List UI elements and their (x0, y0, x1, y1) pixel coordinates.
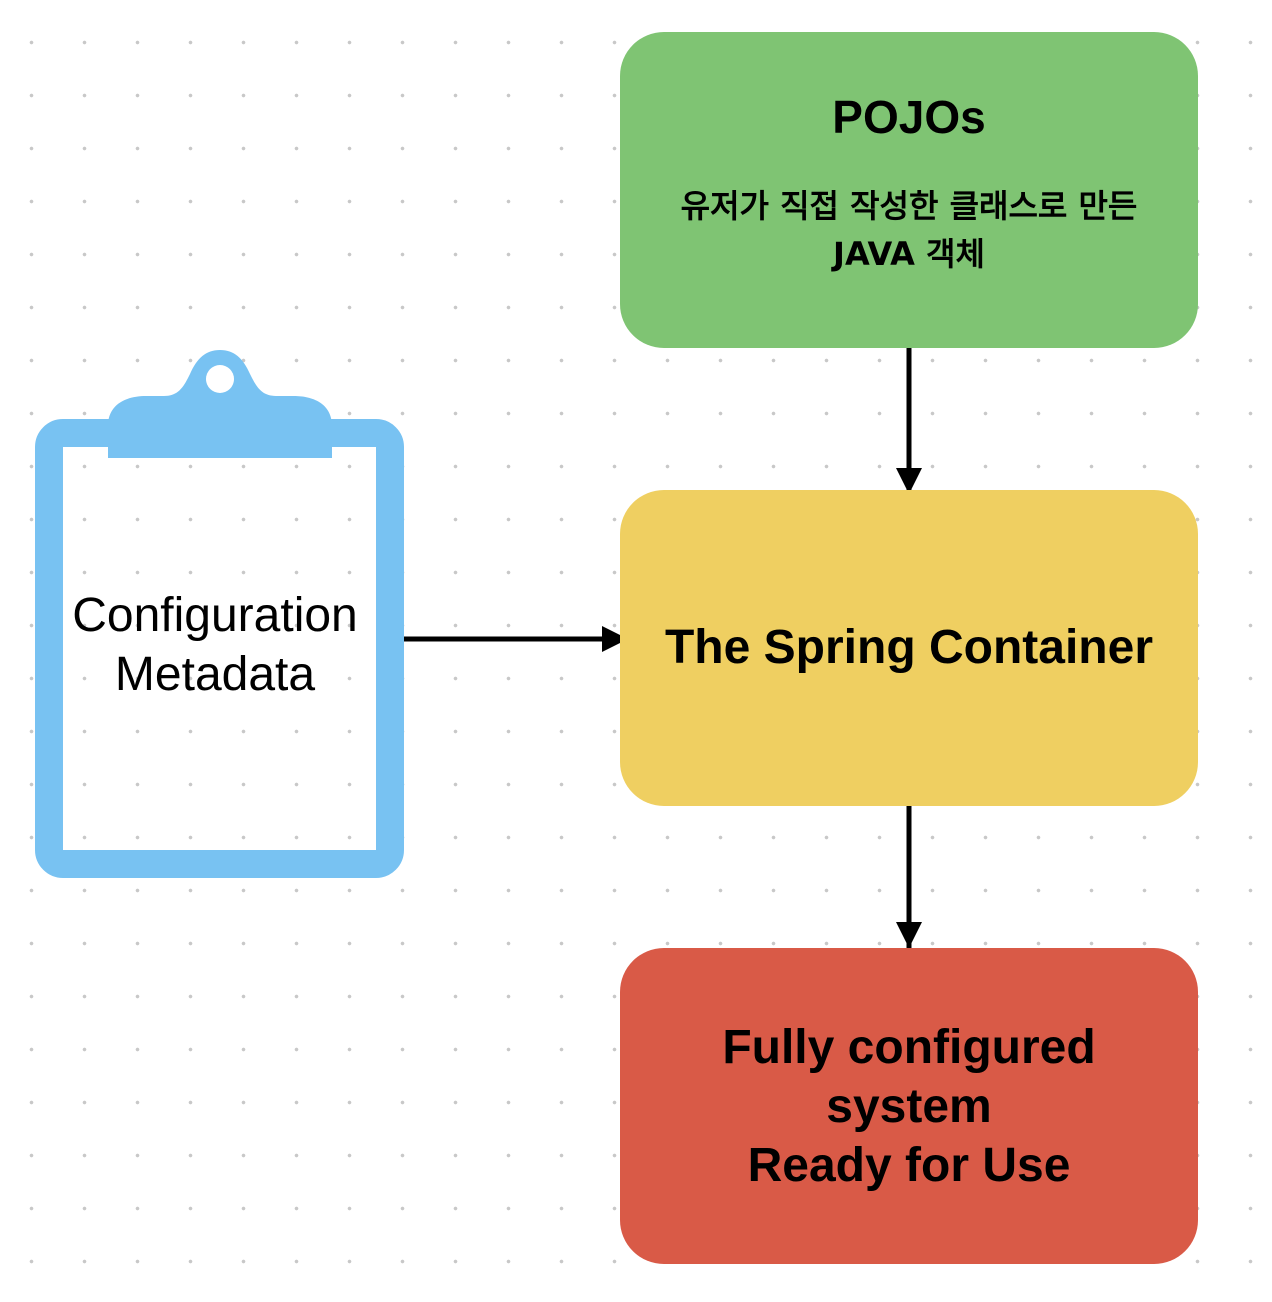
spring-container-node: The Spring Container (620, 490, 1198, 806)
clipboard-clip (108, 350, 332, 458)
fully-configured-system-title: Fully configured system Ready for Use (722, 1020, 1096, 1192)
pojos-description: 유저가 직접 작성한 클래스로 만든 JAVA 객체 (680, 187, 1138, 273)
pojos-node: POJOs 유저가 직접 작성한 클래스로 만든 JAVA 객체 (620, 32, 1198, 348)
fully-configured-system-node: Fully configured system Ready for Use (620, 948, 1198, 1264)
spring-container-title: The Spring Container (664, 621, 1153, 674)
configuration-metadata-label: Configuration Metadata (72, 589, 358, 701)
pojos-title: POJOs (832, 91, 986, 143)
clipboard-icon (35, 350, 404, 878)
clipboard-hole (206, 365, 234, 393)
